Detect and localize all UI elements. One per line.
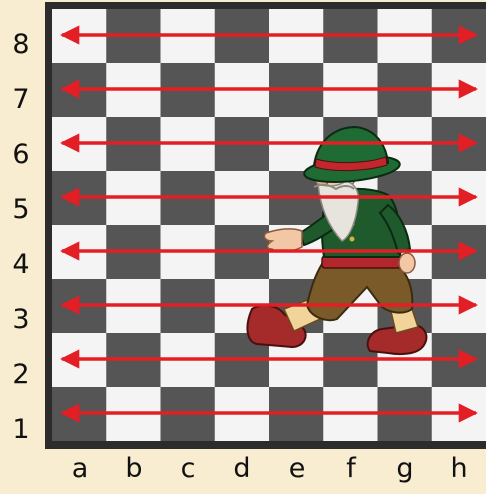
- chessboard[interactable]: [52, 9, 486, 441]
- file-label-g: g: [378, 455, 432, 482]
- gnome-left-hand: [264, 229, 302, 252]
- rank-label-7: 7: [9, 86, 33, 113]
- file-label-c: c: [161, 455, 215, 482]
- file-label-e: e: [270, 455, 324, 482]
- chessboard-canvas: [52, 9, 486, 441]
- rank-label-8: 8: [9, 31, 33, 58]
- board-squares: [52, 9, 486, 441]
- rank-label-3: 3: [9, 306, 33, 333]
- file-label-a: a: [53, 455, 107, 482]
- file-label-f: f: [324, 455, 378, 482]
- file-label-b: b: [107, 455, 161, 482]
- rank-label-2: 2: [9, 361, 33, 388]
- rank-label-4: 4: [9, 251, 33, 278]
- gnome-button: [350, 237, 355, 242]
- gnome-right-hand: [399, 253, 415, 273]
- rank-label-6: 6: [9, 141, 33, 168]
- rank-label-5: 5: [9, 196, 33, 223]
- file-label-h: h: [432, 455, 486, 482]
- file-label-d: d: [215, 455, 269, 482]
- rank-label-1: 1: [9, 416, 33, 443]
